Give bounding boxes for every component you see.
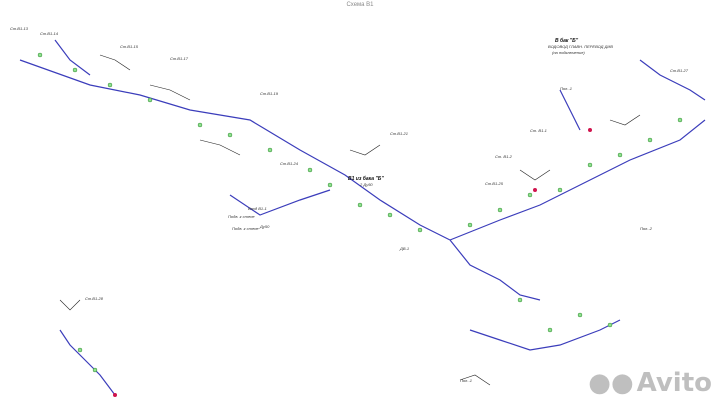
vent-label-2: Ст. В1-2 bbox=[495, 154, 513, 159]
node-label: Ст.В1-25 bbox=[485, 181, 504, 186]
valve bbox=[587, 162, 593, 168]
main-b-label: В1 из бака "Б" bbox=[348, 175, 384, 182]
valve bbox=[307, 167, 313, 173]
valve bbox=[417, 227, 423, 233]
red-node bbox=[533, 188, 537, 192]
avito-watermark: ●● Avito bbox=[588, 368, 712, 398]
node-label: Ст.В1-27 bbox=[670, 68, 689, 73]
valve bbox=[527, 192, 533, 198]
valve bbox=[647, 137, 653, 143]
node-label: Ст.В1-14 bbox=[40, 31, 59, 36]
pol-label-2: Пол.-2 bbox=[640, 226, 653, 231]
lower-bottom-label: Пол.-1 bbox=[460, 378, 472, 383]
branch-bottom bbox=[469, 319, 621, 351]
thin-lines bbox=[59, 54, 641, 386]
vent-label-1: Ст. В1-1 bbox=[530, 128, 547, 133]
branch-lower bbox=[449, 239, 541, 301]
valve bbox=[607, 322, 613, 328]
valve bbox=[387, 212, 393, 218]
node-label: Ст.В1-21 bbox=[390, 131, 408, 136]
valve bbox=[617, 152, 623, 158]
riser-right bbox=[639, 59, 706, 101]
valve bbox=[37, 52, 43, 58]
branch-upper-left bbox=[54, 39, 91, 76]
pol-label-1: Пол.-1 bbox=[560, 86, 572, 91]
switch-label: ДВ-1 bbox=[399, 246, 409, 251]
thin-7 bbox=[459, 374, 491, 386]
red-node bbox=[113, 393, 117, 397]
pipe-left-small bbox=[59, 329, 116, 396]
valve bbox=[107, 82, 113, 88]
red-node bbox=[588, 128, 592, 132]
node-label: Ст.В1-15 bbox=[120, 44, 139, 49]
branch-right-vertical bbox=[559, 89, 581, 131]
node-label: Ст.В1-13 bbox=[10, 26, 29, 31]
valve bbox=[467, 222, 473, 228]
pk-label-1: Подв. к стене bbox=[228, 214, 255, 219]
thin-8 bbox=[59, 299, 81, 311]
riser-note-2: (на подключение) bbox=[552, 50, 585, 55]
valve bbox=[327, 182, 333, 188]
valve bbox=[267, 147, 273, 153]
node-label: Ст.В1-24 bbox=[280, 161, 299, 166]
thin-2 bbox=[149, 84, 191, 101]
pipe-network bbox=[19, 39, 706, 396]
valve bbox=[147, 97, 153, 103]
watermark-brand: Avito bbox=[636, 368, 712, 398]
thin-5 bbox=[519, 169, 551, 181]
valve bbox=[72, 67, 78, 73]
valve bbox=[227, 132, 233, 138]
valve bbox=[557, 187, 563, 193]
input-left-sub: Ду50 bbox=[259, 224, 270, 229]
riser-label: В бак "Б" bbox=[555, 37, 579, 44]
sheet-title: Схема В1 bbox=[346, 2, 374, 8]
labels: В бак "Б" ВОДОВОД ГЛАВН. ПЕРЕВОД ДИВ (на… bbox=[10, 26, 689, 383]
main-pipe-lower bbox=[449, 119, 706, 241]
node-label: Ст.В1-17 bbox=[170, 56, 189, 61]
thin-3 bbox=[199, 139, 241, 156]
valve bbox=[547, 327, 553, 333]
valve bbox=[357, 202, 363, 208]
valve bbox=[197, 122, 203, 128]
input-left-label: Ввод В1-1 bbox=[248, 206, 267, 211]
right-riser-label: Ст.В1-28 bbox=[85, 296, 104, 301]
valve bbox=[77, 347, 83, 353]
valve-markers bbox=[37, 52, 683, 373]
main-pipe-upper bbox=[19, 59, 451, 241]
valve bbox=[92, 367, 98, 373]
node-label: Ст.В1-19 bbox=[260, 91, 279, 96]
thin-4 bbox=[349, 144, 381, 156]
accent-markers bbox=[113, 128, 592, 397]
valve bbox=[577, 312, 583, 318]
riser-note-1: ВОДОВОД ГЛАВН. ПЕРЕВОД ДИВ bbox=[548, 44, 613, 49]
branch-mid bbox=[229, 189, 331, 216]
valve bbox=[497, 207, 503, 213]
pk-label-2: Подв. к стене bbox=[232, 226, 259, 231]
thin-1 bbox=[99, 54, 131, 71]
valve bbox=[517, 297, 523, 303]
main-b-sub: 2 Ду50 bbox=[359, 182, 373, 187]
thin-6 bbox=[609, 114, 641, 126]
avito-logo-icon: ●● bbox=[588, 368, 634, 398]
valve bbox=[677, 117, 683, 123]
